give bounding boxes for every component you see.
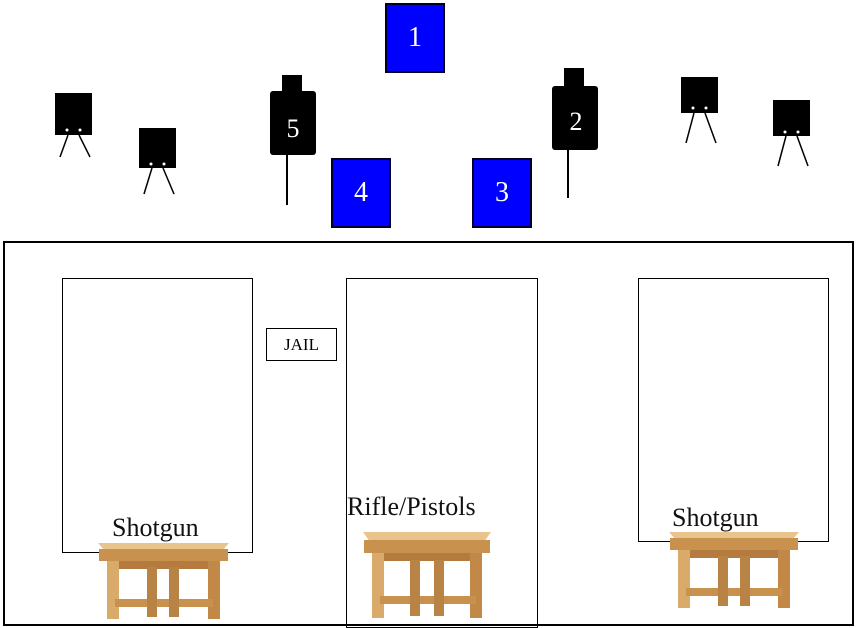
target-number: 1 (408, 22, 422, 53)
steel-plate-target (139, 128, 176, 195)
table-label-left: Shotgun (112, 513, 199, 542)
table-label-right: Shotgun (672, 503, 759, 532)
steel-plate-target (55, 93, 92, 158)
steel-plate-target (681, 77, 718, 144)
blue-target-3: 3 (472, 158, 532, 228)
silhouette-target-5: 5 (270, 75, 316, 205)
blue-target-1: 1 (385, 3, 445, 73)
blue-target-4: 4 (331, 158, 391, 228)
silhouette-target-2: 2 (552, 68, 598, 198)
target-number: 3 (495, 177, 509, 208)
stage-boundary (3, 241, 854, 626)
jail-label: JAIL (266, 328, 337, 361)
table-label-center: Rifle/Pistols (347, 492, 476, 521)
steel-plate-target (773, 100, 810, 167)
target-number: 2 (570, 107, 583, 136)
target-number: 5 (287, 114, 300, 143)
table-icon (669, 532, 799, 608)
shooting-bay-left (62, 278, 253, 553)
target-number: 4 (354, 177, 368, 208)
table-icon (363, 532, 491, 618)
table-icon (98, 543, 229, 619)
